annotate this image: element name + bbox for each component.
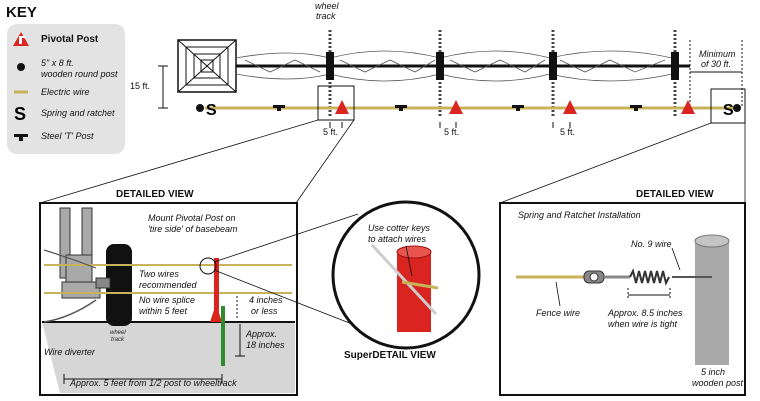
wooden-post-label-1: 5 inch — [701, 367, 726, 377]
key-label-electric-wire: Electric wire — [41, 87, 90, 97]
height-dimension — [158, 65, 168, 109]
no-splice-label-1: No wire splice — [139, 295, 196, 305]
key-title: KEY — [6, 4, 37, 21]
end-post-left — [196, 104, 204, 112]
ground-area — [42, 322, 295, 393]
spacing-label-3: 5 ft. — [560, 127, 576, 137]
cotter-label-2: to attach wires — [368, 234, 427, 244]
tower-3 — [549, 30, 557, 118]
tower-2 — [436, 30, 444, 118]
key-label-spring-ratchet: Spring and ratchet — [41, 108, 115, 118]
pivot-center-square — [177, 39, 237, 93]
steel-t-post-icon — [14, 134, 28, 141]
mount-label-2: 'tire side' of basebeam — [148, 224, 238, 234]
key-label-steel-t-post: Steel 'T' Post — [41, 131, 94, 141]
approx18-label-1: Approx. — [246, 329, 278, 339]
wooden-post-label-2: wooden post — [692, 378, 744, 388]
detail-left-title: DETAILED VIEW — [116, 189, 194, 200]
tower-1 — [326, 30, 334, 118]
fence-wire-label: Fence wire — [536, 308, 581, 318]
approx5-label: Approx. 5 feet from 1/2 post to wheeltra… — [70, 378, 237, 388]
five-ft-markers — [329, 122, 571, 128]
callout-box-left — [317, 85, 355, 121]
wheel-hub — [95, 277, 111, 289]
tower-leg — [59, 207, 101, 299]
end-post-right — [733, 104, 741, 112]
approx85-label-2: when wire is tight — [608, 319, 678, 329]
spring-dimension — [627, 288, 671, 300]
wheel-track-label-2: track — [316, 11, 336, 21]
minimum-label-1: Minimum — [699, 49, 736, 59]
cotter-label-1: Use cotter keys — [368, 223, 431, 233]
wire-diverter — [43, 299, 97, 323]
minimum-dimension — [689, 40, 743, 108]
mount-label-1: Mount Pivotal Post on — [148, 213, 236, 223]
green-post — [221, 306, 225, 366]
tower-4 — [671, 30, 679, 118]
no9-wire-label: No. 9 wire — [631, 239, 672, 249]
key-label-pivotal-post: Pivotal Post — [41, 34, 99, 45]
key-label-round-post-2: wooden round post — [41, 69, 118, 79]
minimum-label-2: of 30 ft. — [701, 59, 732, 69]
spring-ratchet-icon: S — [14, 104, 26, 124]
spring-ratchet-left: S — [206, 102, 217, 119]
approx85-label-1: Approx. 8.5 inches — [608, 308, 683, 318]
spring-ratchet-right: S — [723, 102, 734, 119]
wooden-post — [694, 234, 730, 365]
key-label-round-post-1: 5" x 8 ft. — [41, 58, 74, 68]
detail-dimensions — [63, 296, 246, 384]
no-splice-label-2: within 5 feet — [139, 306, 188, 316]
super-detail-title: SuperDETAIL VIEW — [344, 350, 436, 361]
tension-spring — [629, 268, 670, 286]
truss-spans — [235, 50, 673, 82]
inches4-label-1: 4 inches — [249, 295, 283, 305]
detail-right-title: DETAILED VIEW — [636, 189, 714, 200]
cotter-key — [401, 280, 439, 290]
approx18-label-2: 18 inches — [246, 340, 285, 350]
callout-box-right — [710, 88, 746, 124]
spacing-label-1: 5 ft. — [323, 127, 339, 137]
ratchet — [583, 270, 605, 284]
inches4-label-2: or less — [251, 306, 278, 316]
wire-diverter-label: Wire diverter — [44, 347, 95, 357]
two-wires-label-1: Two wires — [139, 269, 179, 279]
wheel-track-label-1: wheel — [315, 1, 339, 11]
height-label: 15 ft. — [130, 81, 151, 91]
spring-ratchet-subtitle: Spring and Ratchet Installation — [518, 210, 641, 220]
detail-callout-circle — [199, 257, 217, 275]
steel-t-posts — [273, 105, 642, 111]
pivotal-post-icon — [13, 32, 29, 46]
pivotal-posts-overview — [335, 100, 695, 114]
pivotal-post-detail — [210, 258, 222, 322]
detail-wheel-track-label-1: wheel — [110, 330, 126, 336]
round-post-icon — [17, 63, 25, 71]
spacing-label-2: 5 ft. — [444, 127, 460, 137]
detail-wheel-track-label-2: track — [111, 337, 125, 343]
super-detail-wire — [370, 243, 438, 316]
two-wires-label-2: recommended — [139, 280, 197, 290]
